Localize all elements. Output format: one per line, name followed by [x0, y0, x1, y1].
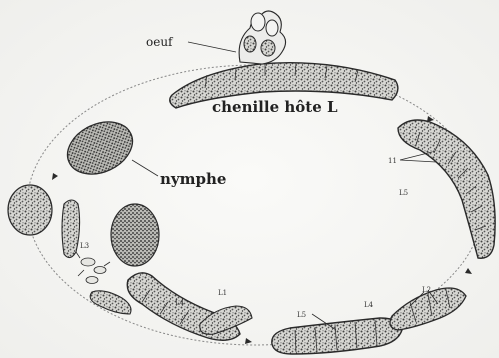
label-oeuf: oeuf [146, 36, 173, 48]
nymph [59, 112, 141, 184]
larva-right [398, 120, 495, 258]
label-nymphe: nymphe [160, 172, 226, 187]
egg-cluster [239, 11, 285, 64]
cocoon-left [8, 185, 52, 235]
label-stage-l3: L3 [80, 243, 89, 250]
egg-pointer [188, 42, 236, 52]
nymph-pointer [132, 160, 158, 176]
label-stage-l4: L4 [175, 300, 184, 307]
adult-wasps [76, 252, 110, 284]
label-stage-l2: L5 [399, 190, 408, 197]
label-stage-l8: L2 [422, 287, 431, 294]
label-chenille-hote: chenille hôte L [212, 100, 338, 115]
label-stage-l6: L5 [297, 312, 306, 319]
host-caterpillar-bottom [272, 318, 402, 354]
cocoon-center [111, 204, 159, 266]
host-caterpillar-bottom-right [390, 288, 466, 330]
label-stage-l7: L4 [364, 302, 373, 309]
label-stage-l5: L1 [218, 290, 227, 297]
label-stage-l1: 11 [388, 158, 397, 165]
larva-small-left [62, 200, 80, 258]
